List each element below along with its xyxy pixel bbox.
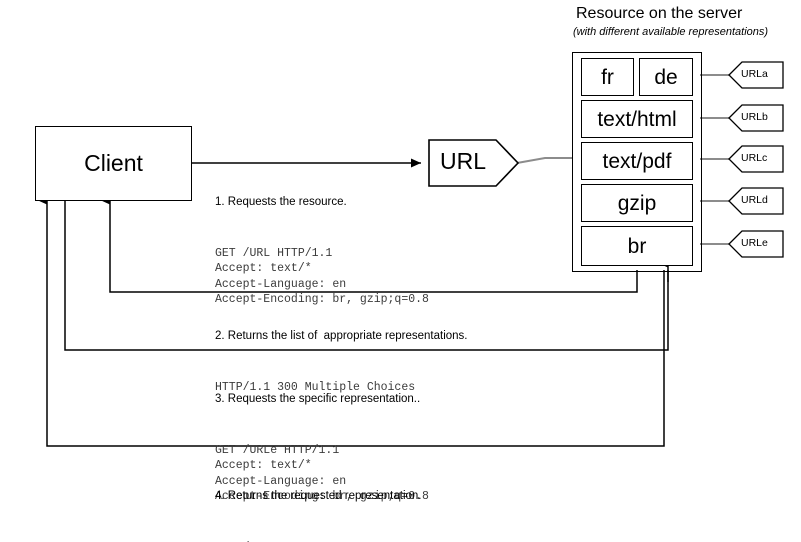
step-2-body: HTTP/1.1 300 Multiple Choices: [215, 381, 416, 394]
url-tag-urlc-label: URLc: [741, 152, 768, 164]
server-title: Resource on the server: [576, 5, 743, 22]
representation-label: gzip: [617, 191, 657, 215]
url-tag-urld[interactable]: [728, 187, 784, 215]
url-node[interactable]: [428, 139, 520, 187]
url-tag-urld-label: URLd: [741, 194, 768, 206]
flow-arrow-step-4: [37, 195, 665, 447]
step-3-body: GET /URLe HTTP/1.1 Accept: text/* Accept…: [215, 444, 429, 504]
url-tag-urlb[interactable]: [728, 104, 784, 132]
representation-box-gzip[interactable]: gzip: [581, 184, 693, 222]
representation-label: text/html: [597, 107, 677, 131]
url-tag-urla-label: URLa: [741, 68, 768, 80]
url-to-server-connector: [516, 157, 572, 164]
url-tag-urlc[interactable]: [728, 145, 784, 173]
step-1-body: GET /URL HTTP/1.1 Accept: text/* Accept-…: [215, 247, 429, 307]
url-node-label: URL: [440, 148, 487, 174]
representation-label: de: [654, 65, 678, 89]
step-1-title: 1. Requests the resource.: [215, 196, 347, 208]
flow-arrow-step-3: [64, 200, 669, 351]
url-tag-urle[interactable]: [728, 230, 784, 258]
representation-box-text-pdf[interactable]: text/pdf: [581, 142, 693, 180]
representation-label: fr: [601, 65, 614, 89]
representation-label: text/pdf: [602, 149, 672, 173]
url-tag-urle-label: URLe: [741, 237, 768, 249]
step-3-block: 3. Requests the specific representation.…: [215, 357, 429, 541]
url-tag-urla[interactable]: [728, 61, 784, 89]
step-3-title: 3. Requests the specific representation.…: [215, 393, 421, 405]
representation-box-de[interactable]: de: [639, 58, 693, 96]
step-2-block: 2. Returns the list of appropriate repre…: [215, 294, 468, 431]
client-box[interactable]: Client: [35, 126, 192, 201]
url-tag-urlb-label: URLb: [741, 111, 768, 123]
server-box: [572, 52, 702, 272]
flow-arrow-step-2: [100, 195, 638, 293]
server-subtitle: (with different available representation…: [573, 26, 769, 38]
step-4-block: 4. Returns the requested representation.…: [215, 454, 422, 542]
representation-url-connectors: [700, 74, 729, 245]
step-4-title: 4. Returns the requested representation.: [215, 490, 422, 502]
representation-label: br: [627, 234, 647, 258]
representation-box-br[interactable]: br: [581, 226, 693, 266]
step-2-title: 2. Returns the list of appropriate repre…: [215, 330, 468, 342]
step-1-block: 1. Requests the resource. GET /URL HTTP/…: [215, 160, 429, 344]
client-label: Client: [84, 150, 143, 176]
representation-box-fr[interactable]: fr: [581, 58, 634, 96]
representation-box-text-html[interactable]: text/html: [581, 100, 693, 138]
